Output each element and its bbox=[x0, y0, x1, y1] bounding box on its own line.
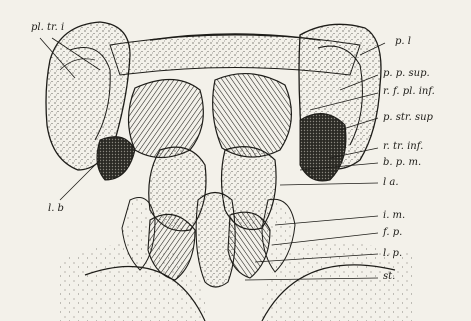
right-inner-dark-lobe bbox=[300, 114, 346, 181]
central-lower-column bbox=[196, 193, 235, 288]
label-f-p: f. p. bbox=[383, 228, 402, 238]
label-b-p-m: b. p. m. bbox=[383, 158, 421, 168]
label-p-p-sup: p. p. sup. bbox=[383, 69, 430, 79]
label-l-b: l. b bbox=[48, 204, 64, 214]
label-l-p: l. p. bbox=[383, 249, 402, 259]
left-inner-dark-strip bbox=[97, 137, 135, 180]
label-r-tr-inf: r. tr. inf. bbox=[383, 142, 423, 152]
left-lamellae bbox=[129, 79, 204, 157]
label-st: st. bbox=[383, 272, 395, 282]
right-lamellae bbox=[213, 74, 292, 157]
label-l-a: l a. bbox=[383, 178, 399, 188]
label-r-f-pl-inf: r. f. pl. inf. bbox=[383, 87, 435, 97]
label-p-str-sup: p. str. sup bbox=[383, 113, 433, 123]
label-i-m: i. m. bbox=[383, 211, 405, 221]
label-pl-tr-i: pl. tr. i bbox=[31, 23, 64, 33]
label-p-l: p. l bbox=[395, 37, 411, 47]
